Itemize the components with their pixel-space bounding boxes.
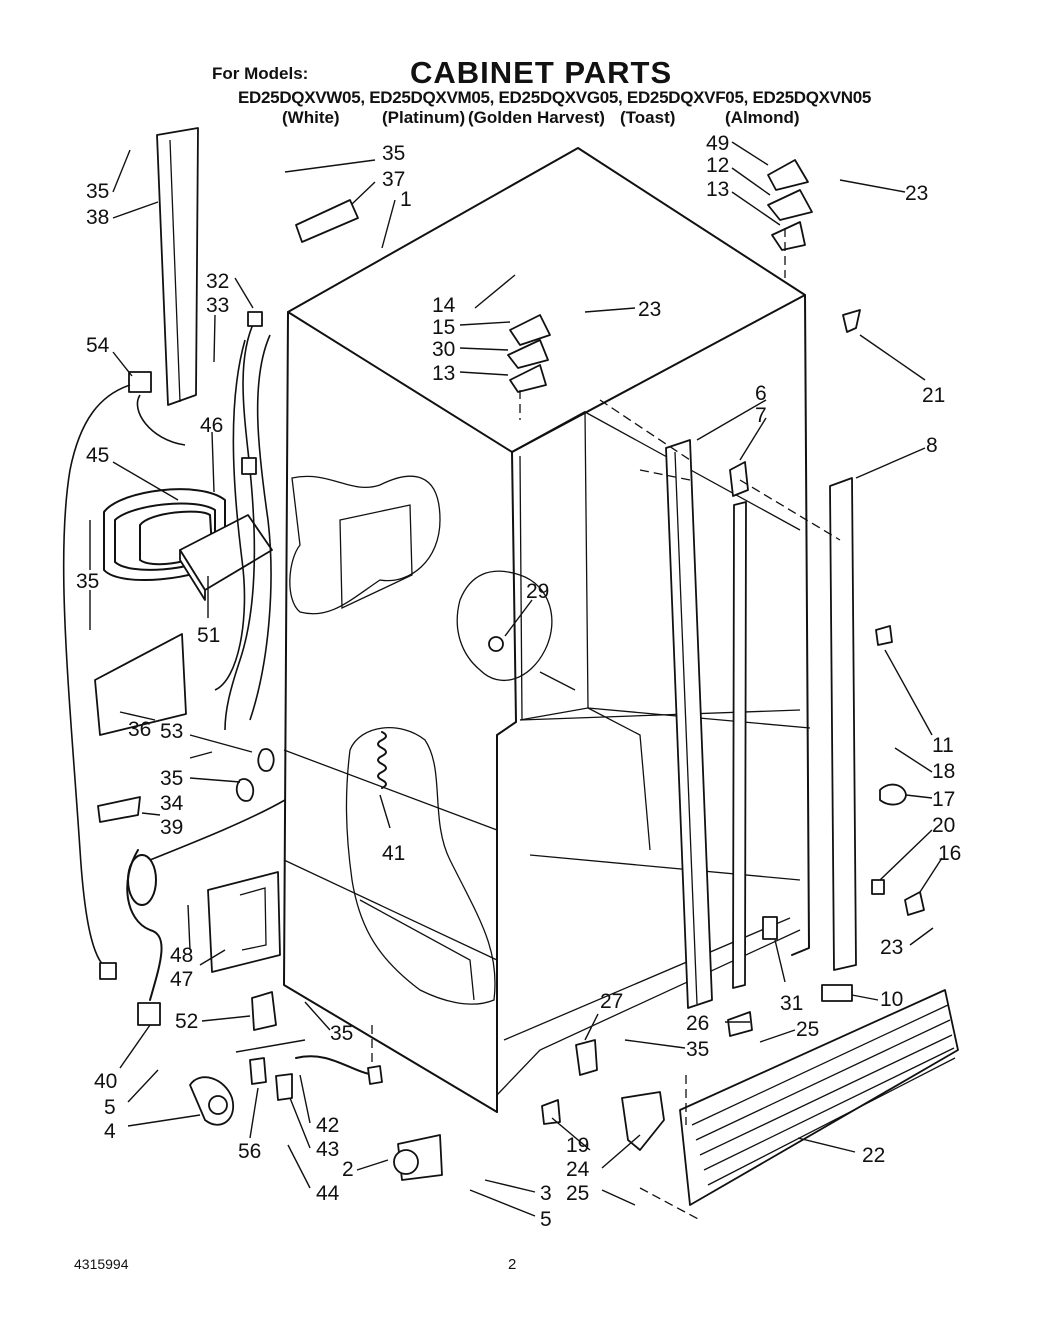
color-white: (White): [282, 108, 340, 127]
callout-37: 37: [382, 168, 405, 191]
callout-49: 49: [706, 132, 729, 155]
callout-43: 43: [316, 1138, 339, 1161]
callout-24: 24: [566, 1158, 590, 1181]
callout-23: 23: [638, 298, 661, 321]
callout-13: 13: [432, 362, 455, 385]
callout-51: 51: [197, 624, 220, 647]
callout-2: 2: [342, 1158, 354, 1181]
callout-35: 35: [86, 180, 109, 203]
color-toast: (Toast): [620, 108, 676, 127]
callout-39: 39: [160, 816, 183, 839]
callout-35: 35: [160, 767, 183, 790]
callout-30: 30: [432, 338, 455, 361]
callout-48: 48: [170, 944, 193, 967]
callout-35: 35: [686, 1038, 709, 1061]
callout-47: 47: [170, 968, 193, 991]
callout-17: 17: [932, 788, 955, 811]
callout-21: 21: [922, 384, 945, 407]
callout-1: 1: [400, 188, 412, 211]
callout-14: 14: [432, 294, 456, 317]
document-number: 4315994: [74, 1256, 129, 1272]
color-platinum: (Platinum): [382, 108, 466, 127]
callout-53: 53: [160, 720, 183, 743]
callout-29: 29: [526, 580, 549, 603]
callout-5: 5: [104, 1096, 116, 1119]
callout-26: 26: [686, 1012, 709, 1035]
assembly-dash-lines: [371, 228, 841, 1221]
page-title: CABINET PARTS: [410, 55, 673, 90]
callout-27: 27: [600, 990, 623, 1013]
callout-35: 35: [382, 142, 405, 165]
for-models-label: For Models:: [212, 64, 309, 83]
callout-52: 52: [175, 1010, 198, 1033]
callout-4: 4: [104, 1120, 116, 1143]
callout-15: 15: [432, 316, 455, 339]
callout-10: 10: [880, 988, 903, 1011]
callout-42: 42: [316, 1114, 339, 1137]
callout-16: 16: [938, 842, 961, 865]
callout-23: 23: [905, 182, 928, 205]
color-golden-harvest: (Golden Harvest): [468, 108, 605, 127]
leader-lines: [89, 141, 943, 1217]
callout-8: 8: [926, 434, 938, 457]
callout-38: 38: [86, 206, 109, 229]
model-numbers: ED25DQXVW05, ED25DQXVM05, ED25DQXVG05, E…: [238, 88, 872, 107]
page-number: 2: [508, 1256, 517, 1273]
callout-34: 34: [160, 792, 184, 815]
callout-35: 35: [76, 570, 99, 593]
callout-36: 36: [128, 718, 151, 741]
callout-25: 25: [796, 1018, 819, 1041]
callout-20: 20: [932, 814, 955, 837]
left-side-parts: [62, 127, 443, 1181]
callout-5: 5: [540, 1208, 552, 1231]
callout-41: 41: [382, 842, 405, 865]
callout-31: 31: [780, 992, 803, 1015]
callout-labels: 35 37 1 35 38 32 33 54 46 45 35 51 53 36…: [76, 132, 961, 1231]
callout-13: 13: [706, 178, 729, 201]
callout-44: 44: [316, 1182, 340, 1205]
callout-3: 3: [540, 1182, 552, 1205]
callout-35: 35: [330, 1022, 353, 1045]
callout-12: 12: [706, 154, 729, 177]
callout-19: 19: [566, 1134, 589, 1157]
callout-18: 18: [932, 760, 955, 783]
callout-33: 33: [206, 294, 229, 317]
callout-54: 54: [86, 334, 110, 357]
callout-46: 46: [200, 414, 223, 437]
callout-7: 7: [755, 404, 767, 427]
callout-11: 11: [932, 734, 954, 757]
color-almond: (Almond): [725, 108, 800, 127]
callout-40: 40: [94, 1070, 117, 1093]
callout-25: 25: [566, 1182, 589, 1205]
callout-22: 22: [862, 1144, 885, 1167]
cabinet-body: [283, 147, 811, 1113]
right-side-parts: [295, 159, 959, 1206]
callout-23: 23: [880, 936, 903, 959]
callout-6: 6: [755, 382, 767, 405]
callout-45: 45: [86, 444, 109, 467]
callout-56: 56: [238, 1140, 261, 1163]
callout-32: 32: [206, 270, 229, 293]
